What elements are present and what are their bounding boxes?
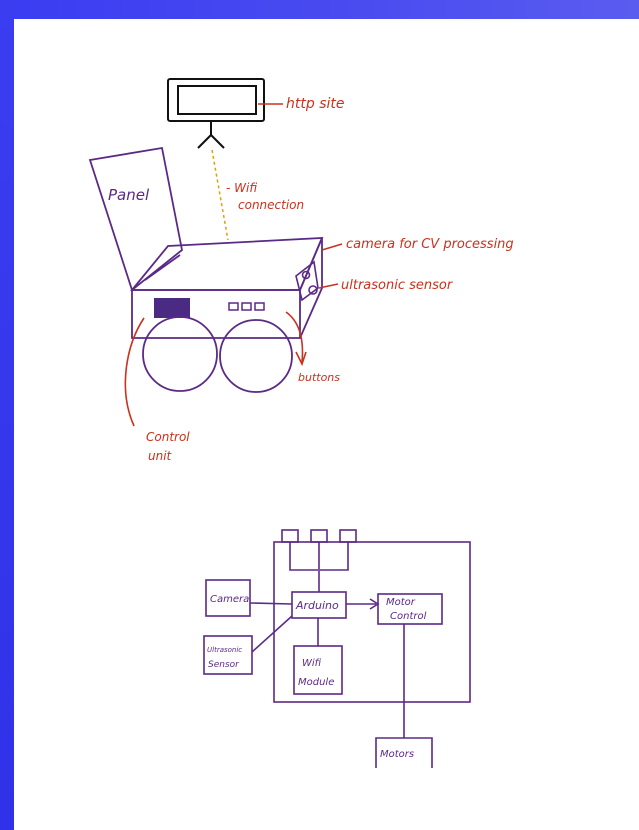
ultrasonic-label: ultrasonic sensor bbox=[341, 278, 454, 293]
camera-block-label: Camera bbox=[210, 594, 249, 605]
top-button-1 bbox=[282, 530, 298, 542]
ultrasonic-block-label-line2: Sensor bbox=[208, 660, 240, 670]
motor-control-label-line1: Motor bbox=[386, 597, 416, 608]
button-3 bbox=[255, 303, 264, 310]
buttons-label: buttons bbox=[298, 371, 340, 384]
top-button-3 bbox=[340, 530, 356, 542]
wifi-label-line2: connection bbox=[238, 198, 304, 212]
control-unit-label-line1: Control bbox=[146, 430, 190, 444]
button-1 bbox=[229, 303, 238, 310]
button-row bbox=[229, 303, 264, 310]
http-site-label: http site bbox=[286, 96, 344, 112]
motor-control-label-line2: Control bbox=[390, 611, 427, 622]
motors-block-label: Motors bbox=[380, 749, 414, 760]
panel-label: Panel bbox=[108, 186, 150, 204]
wifi-label-line1: - Wifi bbox=[226, 181, 257, 195]
block-diagram bbox=[204, 530, 470, 768]
left-wheel bbox=[143, 317, 217, 391]
robot-body bbox=[90, 148, 322, 338]
wifi-module-label-line1: Wifi bbox=[302, 658, 322, 669]
wifi-module-label-line2: Module bbox=[298, 677, 334, 688]
camera-label: camera for CV processing bbox=[346, 237, 514, 252]
control-unit-block bbox=[154, 298, 190, 318]
right-wheel bbox=[220, 320, 292, 392]
monitor-icon bbox=[168, 79, 264, 148]
arduino-block-label: Arduino bbox=[295, 599, 339, 612]
top-button-2 bbox=[311, 530, 327, 542]
wheels bbox=[143, 317, 292, 392]
ultrasonic-block-label-line1: Ultrasonic bbox=[207, 646, 242, 654]
control-unit-label-line2: unit bbox=[148, 449, 173, 463]
wifi-connection-line bbox=[212, 150, 228, 240]
button-2 bbox=[242, 303, 251, 310]
